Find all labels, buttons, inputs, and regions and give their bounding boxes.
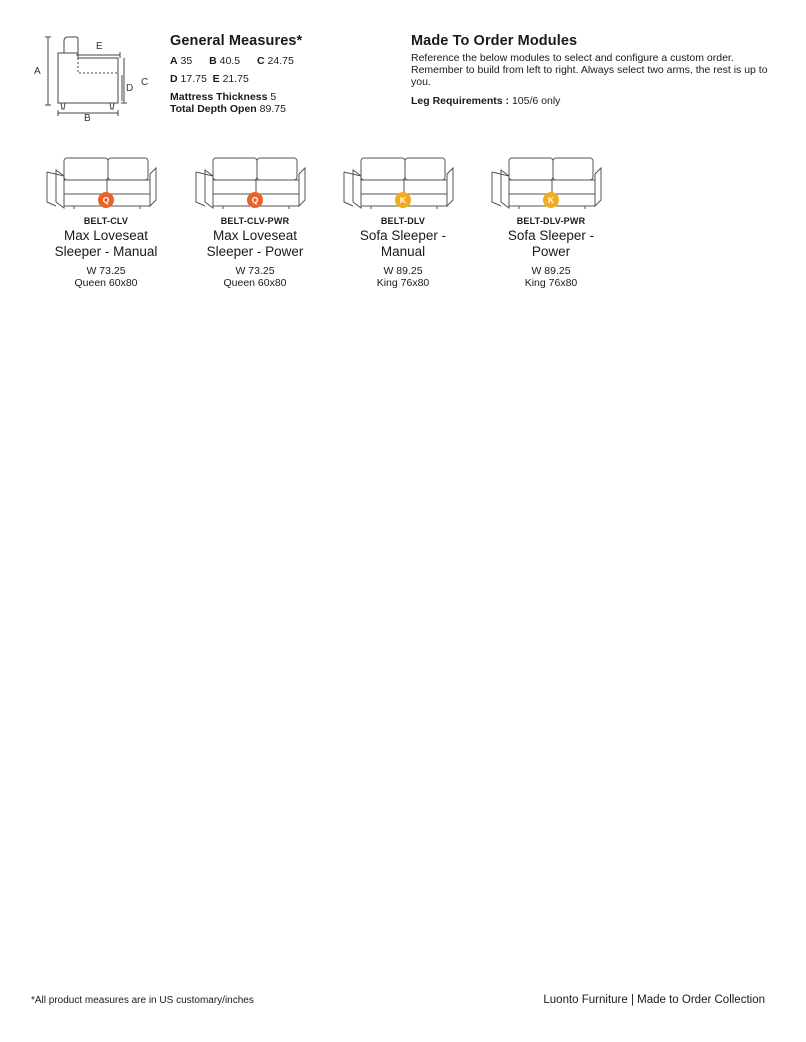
module-card: Q BELT-CLV-PWR Max Loveseat Sleeper - Po… — [185, 150, 325, 289]
module-specs: W 89.25 King 76x80 — [333, 265, 473, 289]
made-to-order-section: Made To Order Modules Reference the belo… — [411, 33, 781, 107]
module-name: Max Loveseat Sleeper - Manual — [36, 228, 176, 260]
measure-a-value: 35 — [180, 55, 193, 67]
measurement-footnote: *All product measures are in US customar… — [31, 995, 254, 1006]
measures-row-2: D 17.75 E 21.75 — [170, 73, 380, 85]
module-code: BELT-CLV — [83, 216, 129, 226]
leg-requirements: Leg Requirements : 105/6 only — [411, 95, 781, 107]
sofa-side-diagram: A E C D B — [30, 33, 150, 125]
dimension-label-d: D — [126, 83, 133, 94]
measures-extra: Mattress Thickness 5 Total Depth Open 89… — [170, 91, 380, 115]
measure-d-value: 17.75 — [180, 73, 207, 85]
module-name-line1: Sofa Sleeper - — [359, 228, 447, 243]
module-specs: W 89.25 King 76x80 — [481, 265, 621, 289]
measure-e-label: E — [212, 73, 220, 85]
module-width: W 73.25 — [235, 265, 275, 277]
module-card: Q BELT-CLV Max Loveseat Sleeper - Manual… — [36, 150, 176, 289]
measure-d-label: D — [170, 73, 178, 85]
module-name-line1: Max Loveseat — [212, 228, 298, 243]
made-to-order-title: Made To Order Modules — [411, 33, 578, 49]
module-name-line2: Sleeper - Power — [206, 244, 304, 259]
module-specs: W 73.25 Queen 60x80 — [185, 265, 325, 289]
module-code: BELT-CLV-PWR — [220, 216, 290, 226]
general-measures: General Measures* A 35 B 40.5 C 24.75 D … — [170, 33, 380, 115]
total-depth-label: Total Depth Open — [170, 103, 257, 115]
measure-c-label: C — [257, 55, 265, 67]
dimension-label-c: C — [141, 77, 148, 88]
module-mattress: Queen 60x80 — [223, 277, 287, 289]
made-to-order-description: Reference the below modules to select an… — [411, 52, 768, 88]
module-width: W 73.25 — [86, 265, 126, 277]
measure-b-value: 40.5 — [219, 55, 241, 67]
module-name: Sofa Sleeper - Manual — [333, 228, 473, 260]
module-width: W 89.25 — [383, 265, 423, 277]
module-mattress: King 76x80 — [376, 277, 430, 289]
module-name-line1: Sofa Sleeper - — [507, 228, 595, 243]
measures-row-1: A 35 B 40.5 C 24.75 — [170, 55, 380, 67]
mattress-size-badge: K — [395, 192, 411, 208]
module-name-line2: Manual — [380, 244, 426, 259]
brand-footer: Luonto Furniture | Made to Order Collect… — [543, 994, 765, 1006]
mattress-thickness-value: 5 — [270, 91, 277, 103]
measure-e-value: 21.75 — [222, 73, 249, 85]
module-name-line2: Power — [531, 244, 571, 259]
dimension-label-e: E — [96, 41, 103, 52]
module-name-line2: Sleeper - Manual — [54, 244, 158, 259]
total-depth-value: 89.75 — [259, 103, 286, 115]
leg-requirements-value: 105/6 only — [511, 95, 561, 108]
module-mattress: King 76x80 — [524, 277, 578, 289]
loveseat-sleeper-illustration — [195, 157, 306, 209]
module-code: BELT-DLV — [380, 216, 426, 226]
measure-b-label: B — [209, 55, 217, 67]
mattress-thickness-label: Mattress Thickness — [170, 91, 268, 103]
measure-c-value: 24.75 — [267, 55, 294, 67]
module-name-line1: Max Loveseat — [63, 228, 149, 243]
module-card: K BELT-DLV-PWR Sofa Sleeper - Power W 89… — [481, 150, 621, 289]
dimension-label-a: A — [34, 66, 41, 77]
mattress-size-badge: K — [543, 192, 559, 208]
module-code: BELT-DLV-PWR — [516, 216, 586, 226]
module-width: W 89.25 — [531, 265, 571, 277]
mattress-size-badge: Q — [98, 192, 114, 208]
module-mattress: Queen 60x80 — [74, 277, 138, 289]
general-measures-title: General Measures* — [170, 33, 303, 49]
mattress-size-badge: Q — [247, 192, 263, 208]
dimension-label-b: B — [84, 113, 91, 124]
measure-a-label: A — [170, 55, 178, 67]
module-card: K BELT-DLV Sofa Sleeper - Manual W 89.25… — [333, 150, 473, 289]
leg-requirements-label: Leg Requirements : — [411, 95, 510, 108]
module-name: Max Loveseat Sleeper - Power — [185, 228, 325, 260]
module-specs: W 73.25 Queen 60x80 — [36, 265, 176, 289]
module-name: Sofa Sleeper - Power — [481, 228, 621, 260]
